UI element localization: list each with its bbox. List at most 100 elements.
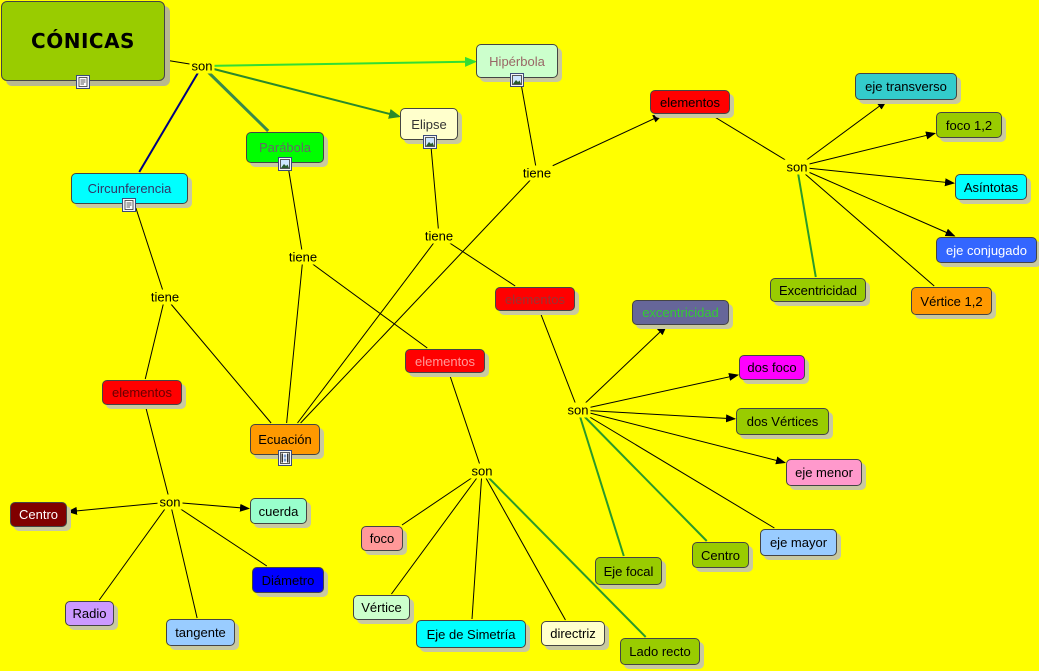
concept-foco12[interactable]: foco 1,2 — [936, 112, 1002, 138]
image-icon[interactable] — [510, 73, 524, 87]
concept-label: Radio — [72, 606, 107, 621]
concept-tangente[interactable]: tangente — [166, 619, 235, 646]
concept-label: Eje focal — [603, 563, 654, 579]
link-line-17 — [438, 235, 516, 287]
link-label-tiene-circ: tiene — [148, 289, 182, 305]
concept-asintotas[interactable]: Asíntotas — [955, 174, 1027, 200]
concept-eje-transverso[interactable]: eje transverso — [855, 73, 957, 100]
concept-label: Diámetro — [261, 572, 315, 588]
link-line-7 — [536, 114, 663, 174]
concept-cuerda[interactable]: cuerda — [250, 498, 307, 524]
link-line-21 — [577, 372, 739, 411]
concept-eje-simetria[interactable]: Eje de Simetría — [416, 620, 526, 648]
concept-eje-conjugado[interactable]: eje conjugado — [936, 237, 1037, 263]
concept-foco-par[interactable]: foco — [361, 526, 403, 551]
link-label-tiene-elipse: tiene — [422, 228, 456, 244]
link-line-2 — [201, 56, 477, 67]
link-line-14 — [796, 166, 935, 287]
concept-label: Eje de Simetría — [426, 626, 516, 642]
link-line-23 — [577, 409, 786, 465]
link-line-27 — [287, 163, 304, 258]
concept-label: Centro — [700, 547, 741, 563]
link-label-son-circ: son — [157, 494, 183, 510]
concept-label: eje menor — [795, 465, 853, 480]
link-label-tiene-hip: tiene — [520, 165, 554, 181]
concept-lado-recto[interactable]: Lado recto — [620, 638, 700, 665]
concept-excentricidad-hip[interactable]: Excentricidad — [770, 278, 866, 302]
link-line-40 — [67, 501, 171, 515]
concept-eje-menor[interactable]: eje menor — [786, 459, 862, 486]
concept-label: directriz — [550, 626, 596, 641]
concept-label: dos foco — [747, 360, 797, 375]
link-label-tiene-parabola: tiene — [286, 249, 320, 265]
link-line-18 — [297, 235, 440, 424]
concept-elem-circ[interactable]: elementos — [102, 380, 182, 405]
concept-eje-focal[interactable]: Eje focal — [595, 557, 662, 585]
concept-label: CÓNICAS — [31, 29, 135, 53]
concept-label: elementos — [505, 291, 565, 307]
concept-label: Excentricidad — [778, 282, 858, 298]
concept-elipse[interactable]: Elipse — [400, 108, 458, 140]
image-icon[interactable] — [278, 157, 292, 171]
link-line-20 — [577, 325, 668, 411]
concept-vertice12[interactable]: Vértice 1,2 — [911, 287, 992, 315]
link-line-25 — [577, 409, 708, 542]
concept-centro-el[interactable]: Centro — [692, 542, 749, 568]
concept-conicas[interactable]: CÓNICAS — [1, 1, 165, 81]
concept-label: Circunferencia — [87, 181, 172, 196]
concept-dos-vertices[interactable]: dos Vértices — [736, 408, 829, 435]
concept-label: excentricidad — [642, 305, 719, 320]
concept-label: Lado recto — [629, 644, 691, 659]
concept-label: foco 1,2 — [945, 117, 993, 133]
concept-centro-circ[interactable]: Centro — [10, 502, 67, 527]
link-line-6 — [519, 78, 538, 174]
link-line-22 — [577, 409, 736, 423]
concept-excentricidad-el[interactable]: excentricidad — [632, 300, 729, 325]
link-line-30 — [448, 373, 483, 472]
concept-label: Elipse — [411, 116, 447, 132]
concept-hiperbola[interactable]: Hipérbola — [476, 44, 558, 78]
concept-directriz[interactable]: directriz — [541, 621, 605, 646]
link-line-33 — [471, 470, 483, 620]
link-line-10 — [796, 100, 888, 168]
concept-elem-parabola[interactable]: elementos — [405, 349, 485, 373]
link-label-son-parabola: son — [469, 463, 495, 479]
link-line-38 — [164, 296, 272, 424]
link-line-41 — [169, 501, 250, 512]
concept-elem-elipse[interactable]: elementos — [495, 287, 575, 311]
concept-label: Centro — [18, 507, 59, 522]
film-icon[interactable] — [278, 450, 292, 466]
concept-label: elementos — [112, 385, 172, 400]
image-icon[interactable] — [423, 135, 437, 149]
link-label-son-hip: son — [784, 159, 810, 175]
concept-label: foco — [369, 531, 395, 546]
concept-label: Asíntotas — [963, 179, 1019, 195]
link-line-5 — [138, 65, 203, 173]
concept-label: Ecuación — [258, 432, 312, 447]
link-line-29 — [286, 256, 304, 424]
concept-eje-mayor[interactable]: eje mayor — [760, 529, 837, 556]
concept-label: cuerda — [258, 503, 299, 519]
concept-dos-foco[interactable]: dos foco — [739, 355, 805, 380]
link-line-44 — [169, 501, 198, 619]
link-line-11 — [796, 131, 936, 168]
link-line-9 — [711, 114, 798, 168]
link-line-8 — [300, 172, 538, 424]
concept-vertice-par[interactable]: Vértice — [353, 595, 410, 620]
concept-diametro[interactable]: Diámetro — [252, 567, 324, 593]
concept-label: Vértice — [361, 600, 402, 615]
concept-label: elementos — [660, 94, 720, 110]
link-line-26 — [577, 409, 625, 557]
concept-label: eje transverso — [865, 79, 947, 94]
concept-elem-hip[interactable]: elementos — [650, 90, 730, 114]
concept-radio[interactable]: Radio — [65, 601, 114, 626]
concept-label: dos Vértices — [746, 414, 819, 429]
link-line-28 — [302, 256, 428, 349]
document-icon[interactable] — [76, 75, 90, 89]
link-line-37 — [144, 296, 166, 380]
document-icon[interactable] — [122, 198, 136, 212]
link-line-31 — [401, 470, 483, 526]
concept-label: eje conjugado — [946, 242, 1027, 258]
link-line-35 — [481, 470, 647, 638]
